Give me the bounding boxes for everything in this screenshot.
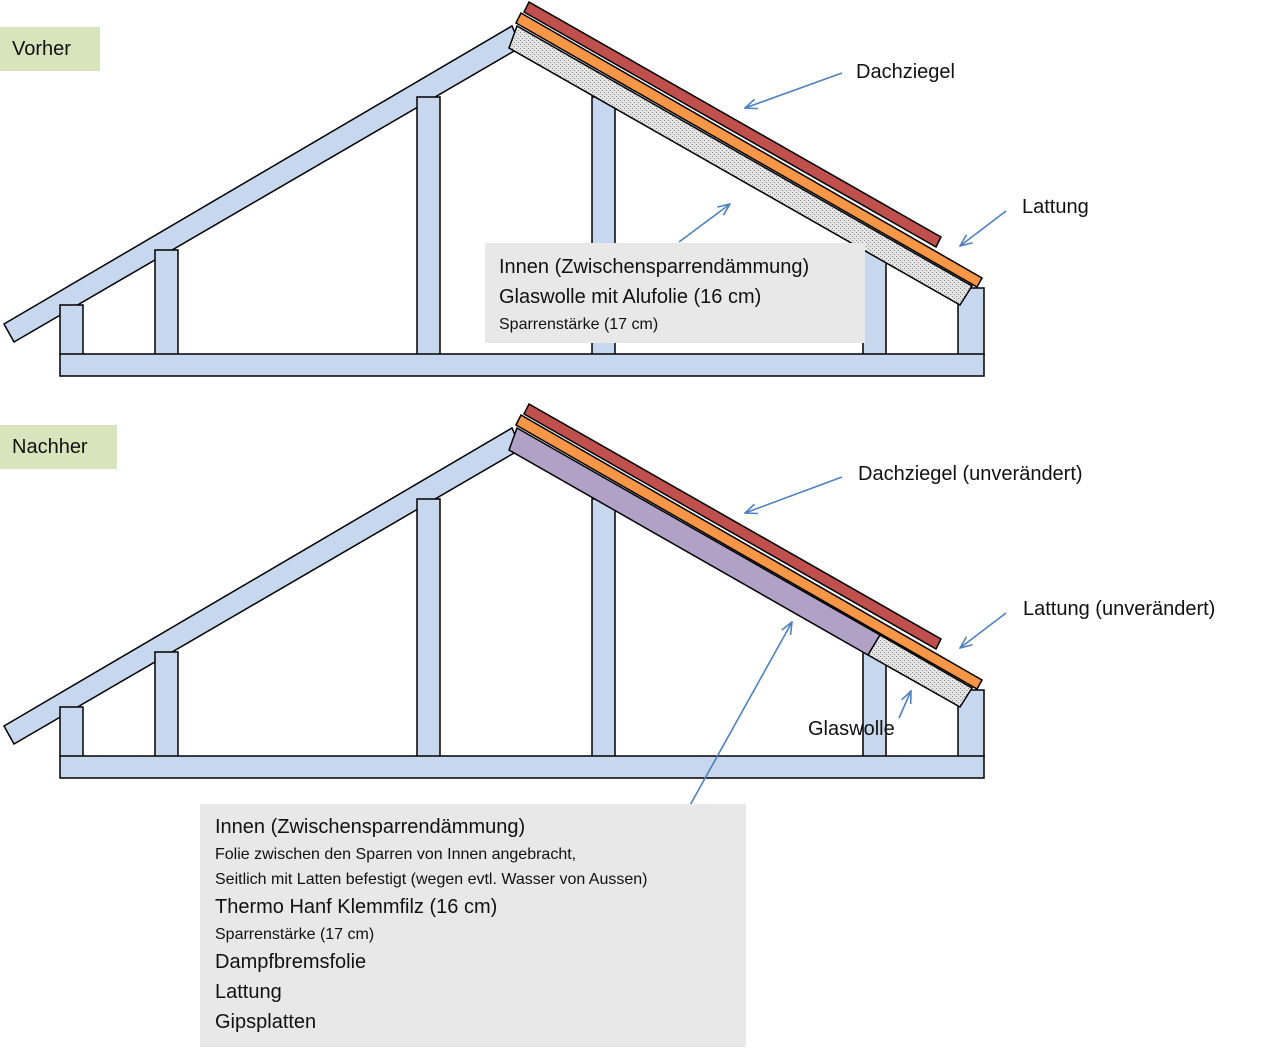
label-tiles-before: Dachziegel <box>856 61 955 83</box>
floor-beam <box>59 755 985 779</box>
info-box-before-line2: Glaswolle mit Alufolie (16 cm) <box>499 286 762 308</box>
info-box-after-line3: Seitlich mit Latten befestigt (wegen evt… <box>215 871 648 888</box>
label-glasswool-after: Glaswolle <box>808 718 895 740</box>
info-box-before-line1: Innen (Zwischensparrendämmung) <box>499 256 810 278</box>
battens-layer <box>515 11 984 289</box>
post <box>591 498 616 758</box>
section-tag-before: Vorher <box>0 27 100 71</box>
arrow-insulation <box>678 204 730 243</box>
info-box-after-line5: Sparrenstärke (17 cm) <box>215 926 375 943</box>
post <box>59 304 84 356</box>
post <box>416 498 441 758</box>
post <box>59 706 84 758</box>
post <box>862 651 887 758</box>
info-box-before: Innen (Zwischensparrendämmung) Glaswolle… <box>485 243 865 343</box>
info-box-after-line6: Dampfbremsfolie <box>215 951 367 973</box>
arrow-tiles <box>745 72 843 108</box>
post <box>154 651 179 758</box>
label-tiles-after: Dachziegel (unverändert) <box>858 463 1083 485</box>
glasswool-layer <box>866 633 974 709</box>
info-box-after-line7: Lattung <box>215 981 282 1003</box>
roof-after <box>2 402 1007 853</box>
info-box-after-line1: Innen (Zwischensparrendämmung) <box>215 816 526 838</box>
arrow-tiles <box>745 476 843 513</box>
hemp-layer <box>508 426 882 657</box>
label-battens-after: Lattung (unverändert) <box>1023 598 1216 620</box>
post <box>862 249 887 356</box>
info-box-after-line2: Folie zwischen den Sparren von Innen ang… <box>215 846 577 863</box>
post <box>154 249 179 356</box>
tiles-layer <box>523 0 942 249</box>
label-battens-before: Lattung <box>1022 196 1089 218</box>
info-box-after-line4: Thermo Hanf Klemmfilz (16 cm) <box>215 896 498 918</box>
battens-layer <box>515 413 984 691</box>
info-box-before-line3: Sparrenstärke (17 cm) <box>499 316 659 333</box>
left-rafter <box>2 426 522 746</box>
arrow-battens <box>960 210 1007 246</box>
arrow-glasswool <box>898 691 911 719</box>
section-tag-after: Nachher <box>0 425 117 469</box>
floor-beam <box>59 353 985 377</box>
info-box-after-line8: Gipsplatten <box>215 1011 317 1033</box>
tiles-layer <box>523 402 942 651</box>
glasswool-layer <box>508 24 974 307</box>
arrow-battens <box>960 612 1007 648</box>
post <box>416 96 441 356</box>
info-box-after: Innen (Zwischensparrendämmung) Folie zwi… <box>200 804 746 1047</box>
left-rafter <box>2 24 522 344</box>
